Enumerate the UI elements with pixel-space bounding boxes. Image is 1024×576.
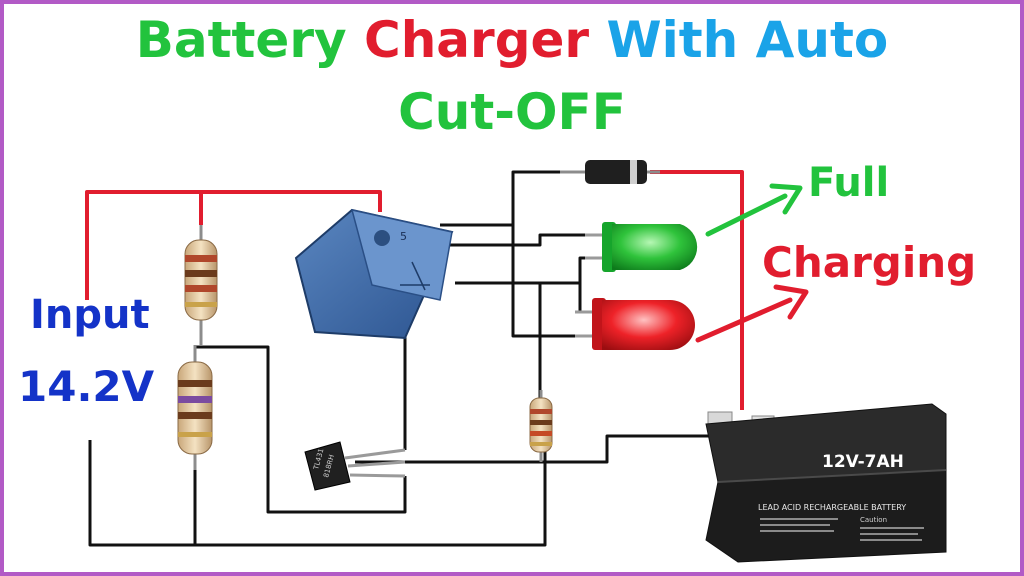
battery-caution: Caution <box>860 516 887 524</box>
relay-marking: 5 <box>400 230 407 243</box>
full-label: Full <box>808 160 890 206</box>
positive-wires <box>85 170 744 410</box>
tl431-regulator: TL431 818RH <box>304 441 406 491</box>
black-wire-red-led-anode <box>511 225 590 338</box>
relay: 5 <box>294 208 454 340</box>
full-arrow <box>705 183 803 237</box>
black-wire-relay-common <box>455 256 605 285</box>
resistor-led <box>529 390 553 462</box>
black-wire-to-battery-negative <box>405 434 718 464</box>
battery-subtitle: LEAD ACID RECHARGEABLE BATTERY <box>758 503 906 512</box>
red-wire-diode-to-battery <box>650 170 744 410</box>
battery: 12V-7AH LEAD ACID RECHARGEABLE BATTERY C… <box>705 403 947 563</box>
resistor-upper <box>184 225 218 345</box>
black-wire-relay-to-green-led <box>450 233 605 247</box>
title-line-1: Battery Charger With Auto <box>0 10 1024 70</box>
resistor-lower <box>177 345 213 470</box>
charging-label: Charging <box>762 238 977 287</box>
input-voltage-label: 14.2V <box>18 362 155 411</box>
black-wire-ground-bus <box>88 440 547 547</box>
battery-rating: 12V-7AH <box>822 452 904 472</box>
diode <box>560 160 660 184</box>
red-wire-input-top <box>85 190 382 300</box>
title-word-battery: Battery <box>135 11 364 69</box>
green-led <box>585 222 698 272</box>
title-word-charger: Charger <box>364 11 607 69</box>
title-line-2: Cut-OFF <box>398 83 626 141</box>
black-wire-led-cathode-bus <box>578 283 590 314</box>
black-wire-relay-to-diode <box>440 170 585 227</box>
input-label: Input <box>30 292 150 338</box>
black-wire-divider-to-tl431 <box>195 345 407 514</box>
red-led <box>575 298 695 350</box>
title-word-with-auto: With Auto <box>606 11 889 69</box>
charging-arrow <box>695 284 809 343</box>
